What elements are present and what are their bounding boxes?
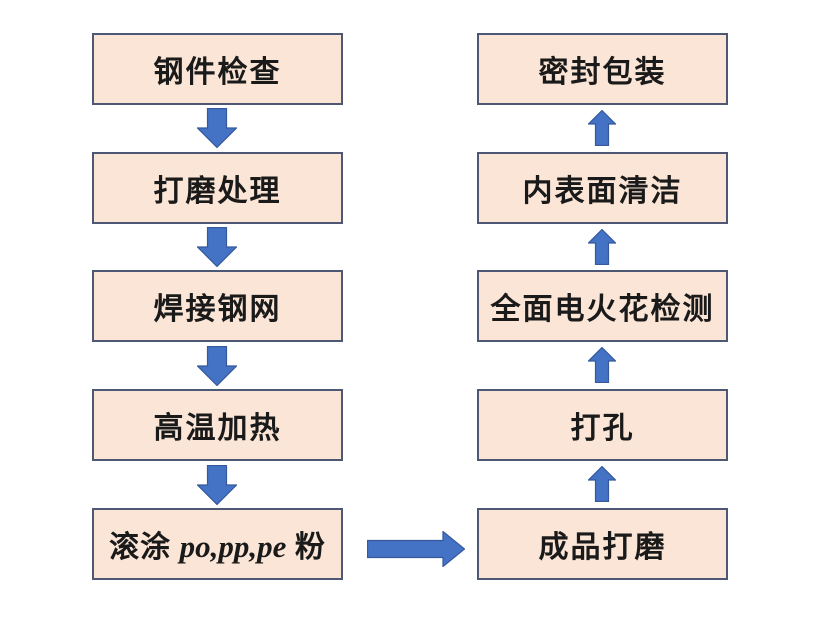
flow-step-label: 成品打磨 bbox=[538, 531, 667, 564]
arrow-down-icon bbox=[197, 346, 237, 386]
flow-step-label: 打磨处理 bbox=[153, 175, 282, 208]
flow-step-steel-inspection: 钢件检查 bbox=[92, 33, 343, 105]
arrow-down-icon bbox=[197, 465, 237, 505]
arrow-down-icon bbox=[197, 227, 237, 267]
arrow-right-icon bbox=[367, 531, 465, 567]
flow-step-label: 全面电火花检测 bbox=[490, 293, 715, 326]
flow-step-grinding-treatment: 打磨处理 bbox=[92, 152, 343, 224]
flow-step-roll-coating-powder: 滚涂 po,pp,pe 粉 bbox=[92, 508, 343, 580]
flow-step-finished-product-polishing: 成品打磨 bbox=[477, 508, 728, 580]
flow-step-drilling: 打孔 bbox=[477, 389, 728, 461]
flow-step-full-spark-testing: 全面电火花检测 bbox=[477, 270, 728, 342]
flow-step-label: 密封包装 bbox=[538, 56, 667, 89]
flow-step-weld-steel-mesh: 焊接钢网 bbox=[92, 270, 343, 342]
arrow-up-icon bbox=[588, 347, 616, 383]
arrow-up-icon bbox=[588, 110, 616, 146]
flow-step-label: 内表面清洁 bbox=[522, 175, 683, 208]
arrow-up-icon bbox=[588, 466, 616, 502]
flow-step-inner-surface-cleaning: 内表面清洁 bbox=[477, 152, 728, 224]
flow-step-sealed-packaging: 密封包装 bbox=[477, 33, 728, 105]
flow-step-label: 滚涂 po,pp,pe 粉 bbox=[109, 529, 326, 564]
arrow-up-icon bbox=[588, 229, 616, 265]
flow-step-label: 焊接钢网 bbox=[153, 293, 282, 326]
flow-step-label: 打孔 bbox=[570, 412, 635, 445]
flow-step-label: 高温加热 bbox=[153, 412, 282, 445]
arrow-down-icon bbox=[197, 108, 237, 148]
flow-step-high-temp-heating: 高温加热 bbox=[92, 389, 343, 461]
flow-step-label: 钢件检查 bbox=[153, 56, 282, 89]
